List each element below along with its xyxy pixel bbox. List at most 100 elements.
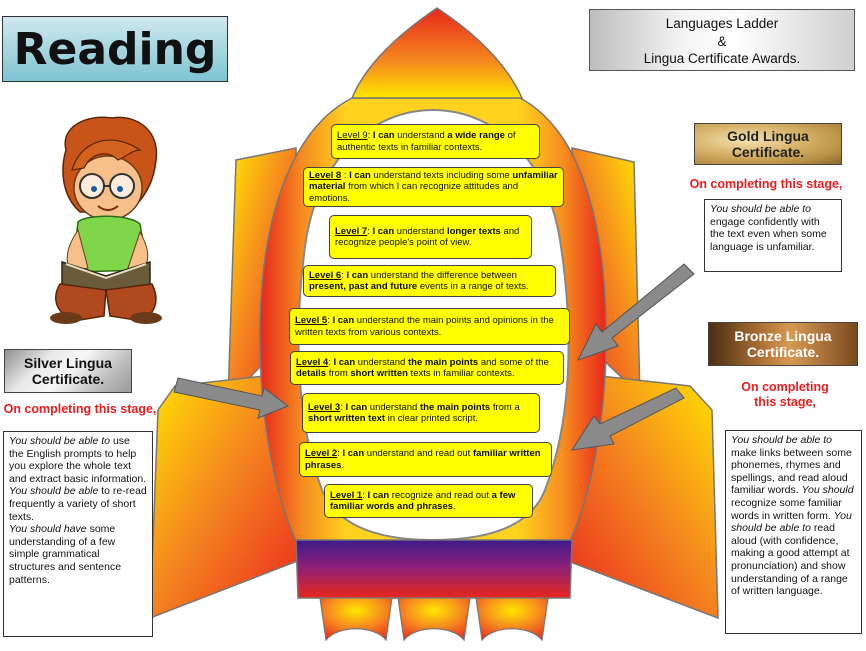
level-4-b2: the main points <box>407 356 479 368</box>
level-1-t2: . <box>453 501 456 512</box>
level-4-name: Level 4 <box>296 356 329 368</box>
silver-p1-italic: You should be able to <box>9 435 111 447</box>
level-6-b1: I can <box>346 269 369 281</box>
level-3-name: Level 3 <box>308 401 341 413</box>
rocket-base <box>295 539 573 599</box>
level-3-b3: short written text <box>308 413 386 424</box>
level-8-b1: I can <box>349 169 371 181</box>
level-4-t1: understand <box>355 356 408 368</box>
silver-p2-italic: You should be able <box>9 485 99 498</box>
level-1-b2: a few familiar words and phrases <box>330 489 516 513</box>
silver-stage-text: On completing this stage, <box>3 402 157 416</box>
level-7-b2: longer texts <box>446 225 501 237</box>
level-8-sep: : <box>341 169 350 181</box>
bronze-p1-italic: You should be able to <box>731 434 833 446</box>
gold-desc-italic: You should be able to <box>710 203 812 215</box>
gold-stage-text: On completing this stage, <box>689 177 843 191</box>
arrow-bronze-to-level2 <box>570 387 685 451</box>
page-title: Reading <box>2 16 228 82</box>
bronze-p2-rest: recognize some familiar words in written… <box>731 496 842 522</box>
gold-desc-rest: engage confidently with the text even wh… <box>710 215 827 253</box>
bronze-certificate-badge: Bronze Lingua Certificate. <box>708 322 858 366</box>
rocket-nozzles <box>319 597 549 642</box>
level-2-name: Level 2 <box>305 448 338 459</box>
level-4-b4: short written <box>350 368 408 379</box>
level-6-box: Level 6: I can understand the difference… <box>303 265 556 297</box>
level-8-t2: from which I can recognize attitudes and… <box>309 181 519 204</box>
rocket-nose-cone <box>350 7 524 99</box>
level-3-sep: : <box>340 401 346 413</box>
level-6-b2: present, past and future <box>309 281 418 292</box>
level-1-sep: : <box>362 489 368 501</box>
level-5-name: Level 5 <box>295 315 328 326</box>
level-9-b1: I can <box>372 130 395 141</box>
silver-certificate-badge: Silver Lingua Certificate. <box>4 349 132 393</box>
level-5-t1: understand the main points and opinions … <box>295 315 554 338</box>
level-9-t1: understand <box>394 130 448 141</box>
header-line-1: Languages Ladder <box>665 16 779 31</box>
level-9-box: Level 9: I can understand a wide range o… <box>331 124 540 159</box>
level-7-b1: I can <box>372 225 395 237</box>
level-9-b2: a wide range <box>447 130 505 141</box>
level-3-t2: from a <box>490 401 520 413</box>
level-2-b1: I can <box>342 448 365 459</box>
level-1-t1: recognize and read out <box>389 489 492 501</box>
level-7-box: Level 7: I can understand longer texts a… <box>329 215 532 259</box>
level-3-box: Level 3: I can understand the main point… <box>302 393 540 433</box>
bronze-description: You should be able to make links between… <box>725 430 862 634</box>
level-3-b1: I can <box>345 401 368 413</box>
level-5-b1: I can <box>332 315 355 326</box>
bronze-p3-rest: read aloud (with confidence, making a go… <box>731 522 850 598</box>
level-6-t2: events in a range of texts. <box>417 281 529 292</box>
boy-reading-icon <box>50 116 162 324</box>
level-1-name: Level 1 <box>330 489 363 501</box>
level-4-t4: texts in familiar contexts. <box>407 368 515 379</box>
silver-description: You should be able to use the English pr… <box>3 431 153 637</box>
level-2-b2: familiar written phrases <box>305 448 541 471</box>
level-1-b1: I can <box>367 489 390 501</box>
bronze-p3-italic: You should be able to <box>731 509 852 535</box>
silver-p3-italic: You should have <box>9 523 87 536</box>
level-3-t3: in clear printed script. <box>385 413 478 424</box>
gold-certificate-badge: Gold Lingua Certificate. <box>694 123 842 165</box>
arrow-silver-to-level3 <box>173 377 290 419</box>
level-9-t2: of authentic texts in familiar contexts. <box>337 130 516 153</box>
level-4-b1: I can <box>333 356 356 368</box>
level-8-name: Level 8 <box>309 169 342 181</box>
gold-description: You should be able to engage confidently… <box>704 199 842 272</box>
header-line-3: Lingua Certificate Awards. <box>643 51 801 66</box>
level-4-t3: from <box>326 368 351 379</box>
level-6-name: Level 6 <box>309 269 342 281</box>
level-3-t1: understand <box>367 401 420 413</box>
level-8-t1: understand texts including some <box>370 169 513 181</box>
silver-p3-rest: some understanding of a few simple gramm… <box>9 523 122 586</box>
bronze-p1-rest: make links between some phonemes, rhymes… <box>731 446 852 497</box>
level-7-sep: : <box>367 225 373 237</box>
level-8-b2: unfamiliar material <box>309 169 558 193</box>
arrow-gold-to-level4 <box>577 263 695 361</box>
level-8-box: Level 8 : I can understand texts includi… <box>303 167 564 207</box>
level-3-b2: the main points <box>419 401 491 413</box>
silver-p1-rest: use the English prompts to help you expl… <box>9 435 147 485</box>
bronze-stage-text: On completing this stage, <box>741 380 829 409</box>
level-9-name: Level 9 <box>337 130 368 141</box>
level-2-box: Level 2: I can understand and read out f… <box>299 442 552 477</box>
level-4-t2: and some of the <box>478 356 549 368</box>
level-7-name: Level 7 <box>335 225 368 237</box>
level-5-sep: : <box>327 315 333 326</box>
level-9-sep: : <box>367 130 373 141</box>
level-1-box: Level 1: I can recognize and read out a … <box>324 484 533 518</box>
level-5-box: Level 5: I can understand the main point… <box>289 308 570 345</box>
level-2-t2: . <box>341 459 345 471</box>
level-6-sep: : <box>341 269 347 281</box>
level-6-t1: understand the difference between <box>368 269 517 281</box>
silver-p2-rest: to re-read frequently a variety of short… <box>9 485 147 523</box>
bronze-p2-italic: You should <box>801 484 854 497</box>
level-4-box: Level 4: I can understand the main point… <box>290 351 564 385</box>
level-7-t1: understand <box>394 225 447 237</box>
languages-ladder-header: Languages Ladder & Lingua Certificate Aw… <box>589 9 855 71</box>
level-2-sep: : <box>337 448 343 459</box>
level-2-t1: understand and read out <box>364 448 473 459</box>
level-4-sep: : <box>328 356 334 368</box>
header-line-2: & <box>717 33 727 49</box>
